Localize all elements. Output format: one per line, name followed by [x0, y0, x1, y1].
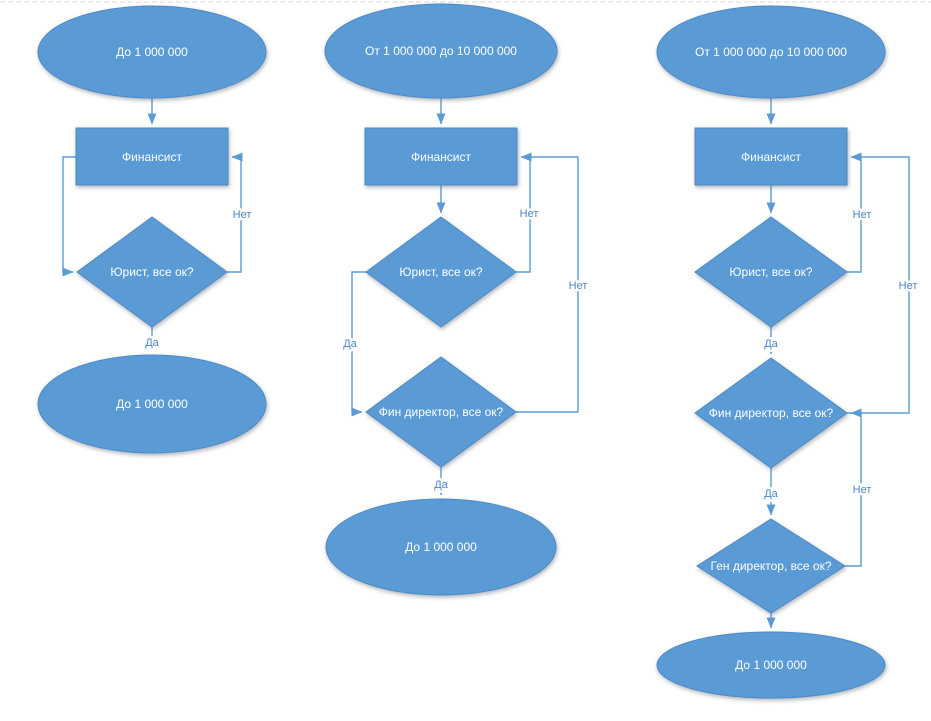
- decision-diamond-lawyer[interactable]: [76, 216, 228, 328]
- decision-diamond-fin-director[interactable]: [365, 356, 517, 468]
- edge-label-no: Нет: [233, 209, 252, 221]
- start-ellipse[interactable]: [37, 5, 267, 99]
- start-ellipse[interactable]: [656, 5, 886, 99]
- edge-label-no-3: Нет: [853, 484, 872, 496]
- decision-diamond-lawyer-label: Юрист, все ок?: [729, 265, 813, 279]
- decision-diamond-fin-director-label: Фин директор, все ок?: [379, 405, 504, 419]
- process-rect-financier[interactable]: [364, 127, 518, 186]
- decision-diamond-gen-director-label: Ген директор, все ок?: [711, 559, 832, 573]
- flow-column-3: От 1 000 000 до 10 000 000 Финансист Юри…: [656, 5, 920, 699]
- process-rect-label: Финансист: [122, 150, 182, 164]
- decision-diamond-lawyer-label: Юрист, все ок?: [399, 265, 483, 279]
- process-rect-label: Финансист: [741, 150, 801, 164]
- flow-column-1: До 1 000 000 Финансист Юрист, все ок? До…: [37, 5, 267, 454]
- edge-label-no-2: Нет: [569, 280, 588, 292]
- edge-label-no-1: Нет: [520, 208, 539, 220]
- edge-label-no-1: Нет: [853, 209, 872, 221]
- start-ellipse-label: До 1 000 000: [116, 45, 188, 59]
- connector-decision1-no-to-process[interactable]: [847, 158, 862, 273]
- process-rect-label: Финансист: [411, 150, 471, 164]
- connector-decision2-no-to-process[interactable]: [847, 152, 910, 414]
- connector-process-to-decision1[interactable]: [62, 156, 76, 277]
- flow-column-2: От 1 000 000 до 10 000 000 Финансист Юри…: [324, 3, 590, 596]
- end-ellipse[interactable]: [656, 631, 886, 699]
- connector-decision1-no-to-process[interactable]: [516, 158, 531, 273]
- end-ellipse[interactable]: [37, 354, 267, 454]
- edge-label-yes-2: Да: [764, 488, 778, 500]
- decision-diamond-label: Юрист, все ок?: [110, 265, 194, 279]
- process-rect-financier[interactable]: [75, 127, 229, 186]
- connector-decision1-no-to-process[interactable]: [227, 152, 243, 273]
- edge-label-yes-1: Да: [343, 338, 357, 350]
- edge-label-yes-2: Да: [434, 479, 448, 491]
- connector-decision3-no-to-decision2[interactable]: [845, 408, 862, 567]
- start-ellipse[interactable]: [324, 3, 558, 99]
- process-rect-financier[interactable]: [694, 127, 848, 186]
- decision-diamond-lawyer[interactable]: [694, 216, 848, 328]
- start-ellipse-label: От 1 000 000 до 10 000 000: [695, 45, 847, 59]
- end-ellipse[interactable]: [325, 498, 557, 596]
- edge-label-yes-1: Да: [764, 338, 778, 350]
- decision-diamond-gen-director[interactable]: [696, 518, 846, 614]
- edge-label-yes: Да: [145, 337, 159, 349]
- connector-decision1-yes-to-decision2[interactable]: [351, 271, 366, 417]
- start-ellipse-label: От 1 000 000 до 10 000 000: [365, 44, 517, 58]
- edge-label-no-2: Нет: [899, 280, 918, 292]
- end-ellipse-label: До 1 000 000: [735, 658, 807, 672]
- end-ellipse-label: До 1 000 000: [405, 540, 477, 554]
- end-ellipse-label: До 1 000 000: [116, 397, 188, 411]
- decision-diamond-fin-director[interactable]: [694, 357, 848, 469]
- decision-diamond-lawyer[interactable]: [365, 216, 517, 328]
- decision-diamond-fin-director-label: Фин директор, все ок?: [709, 406, 834, 420]
- connector-decision2-no-to-process[interactable]: [516, 152, 579, 413]
